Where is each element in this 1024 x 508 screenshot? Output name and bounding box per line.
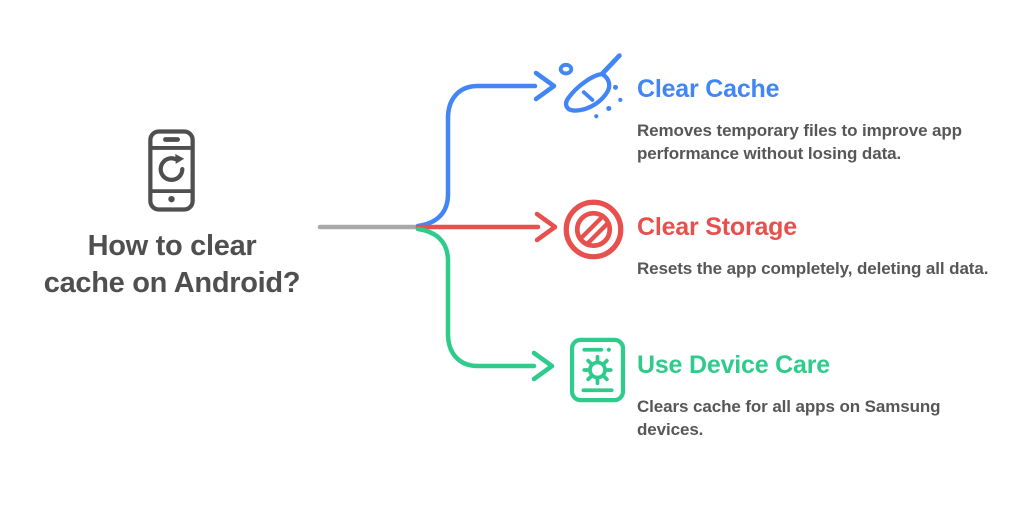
branch-heading: Clear Cache: [637, 75, 780, 103]
phone-home-button: [168, 195, 175, 203]
branch-arrow-green: [415, 226, 555, 382]
branch-arrow-blue: [415, 70, 557, 229]
branch-clear-storage: Clear Storage Resets the app completely,…: [637, 212, 999, 280]
title-line-2: cache on Android?: [43, 267, 301, 299]
dust-sparkles: [594, 84, 623, 119]
branch-use-device-care: Use Device Care Clears cache for all app…: [637, 350, 999, 441]
page-title: How to clear cache on Android?: [12, 228, 332, 302]
branch-description: Removes temporary files to improve app p…: [637, 121, 962, 163]
phone-refresh-icon: [148, 129, 195, 212]
refresh-arrowhead: [175, 154, 185, 164]
phone-gear-icon: [569, 337, 626, 403]
arrowhead-blue: [533, 70, 557, 102]
branch-heading: Use Device Care: [637, 351, 830, 379]
dust-puff: [558, 62, 574, 76]
broom-handle: [599, 53, 622, 77]
branch-heading: Clear Storage: [637, 213, 797, 241]
title-line-1: How to clear: [87, 230, 257, 262]
block-outer-ring: [563, 199, 624, 260]
arrowhead-green: [531, 350, 555, 382]
branch-clear-cache: Clear Cache Removes temporary files to i…: [637, 74, 999, 165]
broom-sweep-icon: [553, 47, 628, 122]
phone-speaker: [163, 137, 180, 142]
broom-head: [563, 71, 612, 113]
device-camera-dot: [606, 347, 611, 352]
branch-description: Resets the app completely, deleting all …: [637, 259, 989, 278]
block-icon: [561, 197, 626, 262]
broom-bristle: [581, 90, 595, 102]
gear: [582, 354, 613, 386]
arrowhead-red: [534, 211, 558, 243]
block-slash: [580, 216, 610, 246]
refresh-arc: [158, 156, 185, 183]
block-inner-circle: [574, 210, 613, 249]
branch-description: Clears cache for all apps on Samsung dev…: [637, 397, 941, 439]
branch-arrow-red: [415, 211, 558, 243]
